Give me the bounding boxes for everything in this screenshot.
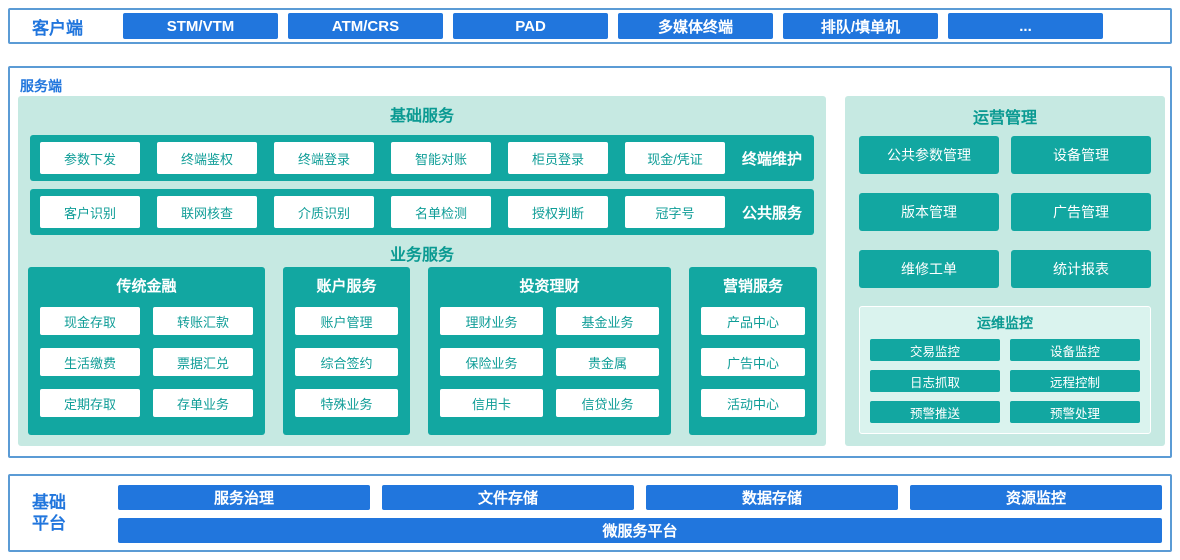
client-terminal-queue: 排队/填单机 <box>783 13 938 39</box>
business-node: 转账汇款 <box>153 307 253 335</box>
server-tier-container: 服务端 基础服务 参数下发 终端鉴权 终端登录 智能对账 柜员登录 现金/凭证 … <box>8 66 1172 458</box>
group-title: 账户服务 <box>316 278 377 295</box>
business-node: 现金存取 <box>40 307 140 335</box>
basic-service-node: 介质识别 <box>274 196 374 228</box>
business-node: 定期存取 <box>40 389 140 417</box>
basic-service-node: 现金/凭证 <box>625 142 725 174</box>
public-services-row: 客户识别 联网核查 介质识别 名单检测 授权判断 冠字号 公共服务 <box>30 189 814 235</box>
business-node: 存单业务 <box>153 389 253 417</box>
business-node: 特殊业务 <box>295 389 398 417</box>
basic-service-node: 智能对账 <box>391 142 491 174</box>
business-node: 理财业务 <box>440 307 543 335</box>
basic-service-node: 冠字号 <box>625 196 725 228</box>
basic-service-node: 柜员登录 <box>508 142 608 174</box>
operations-items: 公共参数管理 设备管理 版本管理 广告管理 维修工单 统计报表 <box>859 136 1151 288</box>
business-services-row: 传统金融 现金存取 转账汇款 生活缴费 票据汇兑 定期存取 存单业务 账户服务 … <box>28 267 817 435</box>
services-panel: 基础服务 参数下发 终端鉴权 终端登录 智能对账 柜员登录 现金/凭证 终端维护… <box>18 96 826 446</box>
group-title: 传统金融 <box>116 278 177 295</box>
monitoring-item: 远程控制 <box>1010 370 1140 392</box>
basic-service-node: 终端登录 <box>274 142 374 174</box>
ops-item: 维修工单 <box>859 250 999 288</box>
client-terminal-more: ... <box>948 13 1103 39</box>
group-account-services: 账户服务 账户管理 综合签约 特殊业务 <box>283 267 410 435</box>
platform-tier-container: 基础平台 服务治理 文件存储 数据存储 资源监控 微服务平台 <box>8 474 1172 552</box>
ops-item: 设备管理 <box>1011 136 1151 174</box>
client-terminal-pad: PAD <box>453 13 608 39</box>
business-node: 基金业务 <box>556 307 659 335</box>
platform-data-storage: 数据存储 <box>646 485 898 510</box>
client-terminal-multimedia: 多媒体终端 <box>618 13 773 39</box>
monitoring-panel: 运维监控 交易监控 设备监控 日志抓取 远程控制 预警推送 预警处理 <box>859 306 1151 434</box>
business-node: 票据汇兑 <box>153 348 253 376</box>
platform-service-list: 服务治理 文件存储 数据存储 资源监控 <box>118 485 1162 510</box>
public-services-tag: 公共服务 <box>742 204 803 222</box>
ops-item: 版本管理 <box>859 193 999 231</box>
platform-content: 服务治理 文件存储 数据存储 资源监控 微服务平台 <box>118 485 1162 543</box>
basic-service-node: 参数下发 <box>40 142 140 174</box>
client-terminal-atm-crs: ATM/CRS <box>288 13 443 39</box>
group-items: 账户管理 综合签约 特殊业务 <box>295 307 398 417</box>
terminal-maintenance-tag: 终端维护 <box>742 150 803 168</box>
platform-resource-monitor: 资源监控 <box>910 485 1162 510</box>
business-node: 信用卡 <box>440 389 543 417</box>
group-title: 投资理财 <box>519 278 580 295</box>
monitoring-item: 设备监控 <box>1010 339 1140 361</box>
platform-service-governance: 服务治理 <box>118 485 370 510</box>
group-traditional-finance: 传统金融 现金存取 转账汇款 生活缴费 票据汇兑 定期存取 存单业务 <box>28 267 265 435</box>
business-node: 广告中心 <box>701 348 805 376</box>
basic-service-node: 客户识别 <box>40 196 140 228</box>
monitoring-item: 预警推送 <box>870 401 1000 423</box>
platform-tier-label: 基础平台 <box>32 493 66 533</box>
business-node: 信贷业务 <box>556 389 659 417</box>
business-node: 生活缴费 <box>40 348 140 376</box>
client-terminal-list: STM/VTM ATM/CRS PAD 多媒体终端 排队/填单机 ... <box>123 13 1103 39</box>
group-items: 理财业务 基金业务 保险业务 贵金属 信用卡 信贷业务 <box>440 307 659 417</box>
server-tier-label: 服务端 <box>20 78 62 94</box>
ops-item: 广告管理 <box>1011 193 1151 231</box>
monitoring-items: 交易监控 设备监控 日志抓取 远程控制 预警推送 预警处理 <box>870 339 1140 423</box>
terminal-maintenance-row: 参数下发 终端鉴权 终端登录 智能对账 柜员登录 现金/凭证 终端维护 <box>30 135 814 181</box>
business-node: 贵金属 <box>556 348 659 376</box>
business-node: 活动中心 <box>701 389 805 417</box>
monitoring-item: 交易监控 <box>870 339 1000 361</box>
group-items: 产品中心 广告中心 活动中心 <box>701 307 805 417</box>
platform-file-storage: 文件存储 <box>382 485 634 510</box>
business-node: 账户管理 <box>295 307 398 335</box>
client-tier-label: 客户端 <box>32 18 83 38</box>
group-marketing: 营销服务 产品中心 广告中心 活动中心 <box>689 267 817 435</box>
business-node: 综合签约 <box>295 348 398 376</box>
monitoring-item: 日志抓取 <box>870 370 1000 392</box>
business-services-title: 业务服务 <box>389 247 454 264</box>
basic-services-title: 基础服务 <box>389 108 454 125</box>
monitoring-title: 运维监控 <box>977 315 1033 331</box>
microservice-platform-bar: 微服务平台 <box>118 518 1162 543</box>
ops-item: 公共参数管理 <box>859 136 999 174</box>
monitoring-item: 预警处理 <box>1010 401 1140 423</box>
basic-service-node: 联网核查 <box>157 196 257 228</box>
basic-service-node: 授权判断 <box>508 196 608 228</box>
group-investment: 投资理财 理财业务 基金业务 保险业务 贵金属 信用卡 信贷业务 <box>428 267 671 435</box>
client-terminal-stm-vtm: STM/VTM <box>123 13 278 39</box>
ops-item: 统计报表 <box>1011 250 1151 288</box>
client-tier-container: 客户端 STM/VTM ATM/CRS PAD 多媒体终端 排队/填单机 ... <box>8 8 1172 44</box>
group-title: 营销服务 <box>722 278 783 295</box>
operations-title: 运营管理 <box>972 110 1037 127</box>
group-items: 现金存取 转账汇款 生活缴费 票据汇兑 定期存取 存单业务 <box>40 307 253 417</box>
basic-service-node: 终端鉴权 <box>157 142 257 174</box>
business-node: 产品中心 <box>701 307 805 335</box>
basic-service-node: 名单检测 <box>391 196 491 228</box>
business-node: 保险业务 <box>440 348 543 376</box>
operations-panel: 运营管理 公共参数管理 设备管理 版本管理 广告管理 维修工单 统计报表 运维监… <box>845 96 1165 446</box>
